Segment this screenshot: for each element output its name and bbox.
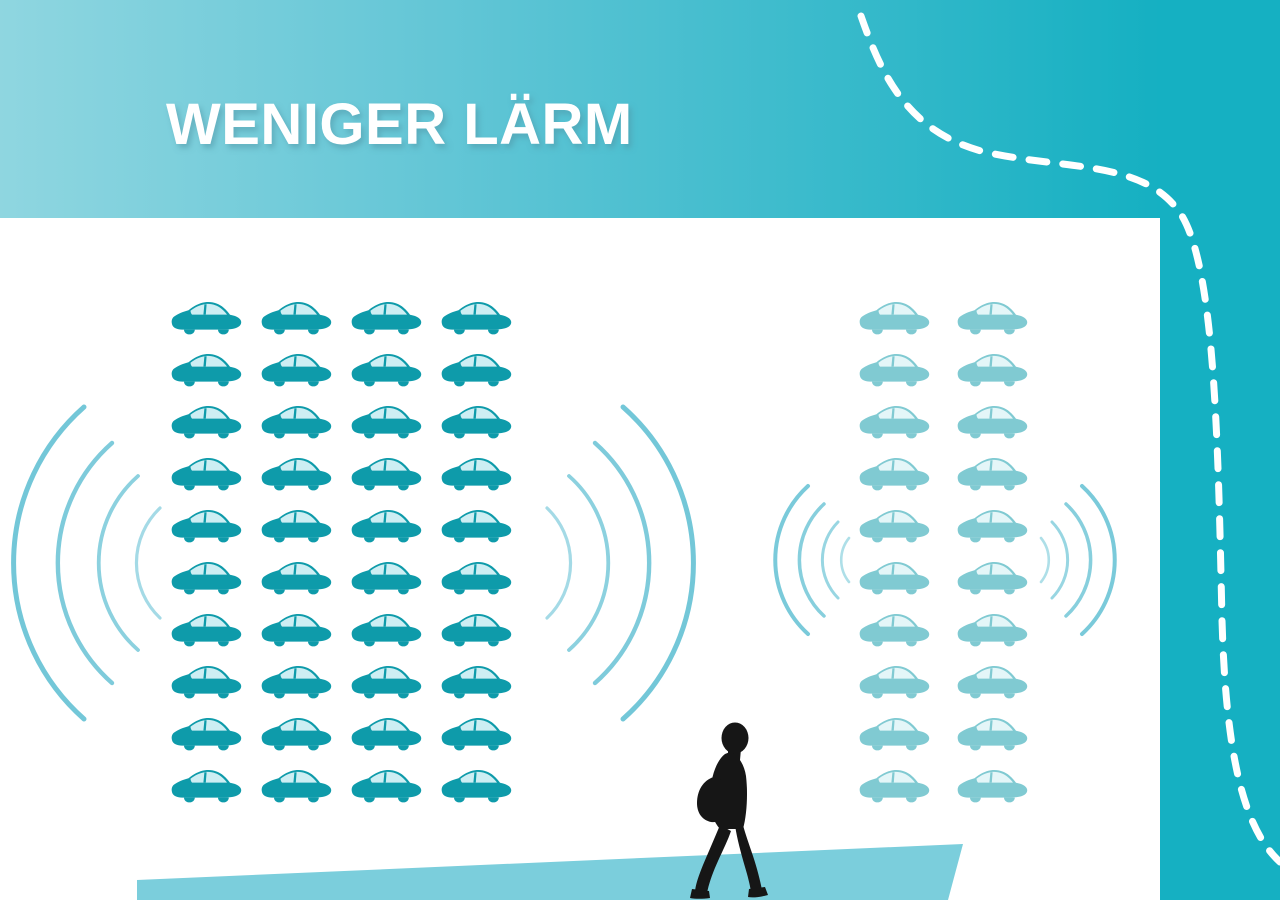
walking-person-icon	[690, 722, 768, 899]
car-icon	[957, 718, 1028, 751]
car-icon	[441, 354, 512, 387]
car-icon	[171, 718, 242, 751]
car-icon	[171, 458, 242, 491]
car-icon	[171, 354, 242, 387]
car-icon	[441, 666, 512, 699]
car-icon	[859, 614, 930, 647]
car-icon	[957, 666, 1028, 699]
car-icon	[261, 458, 332, 491]
car-icon	[171, 770, 242, 803]
car-icon	[261, 718, 332, 751]
sound-waves-loud-left	[11, 404, 162, 722]
car-icon	[261, 614, 332, 647]
car-icon	[171, 302, 242, 335]
car-icon	[859, 354, 930, 387]
car-icon	[957, 354, 1028, 387]
car-grid-quiet	[856, 298, 1052, 818]
car-icon	[957, 510, 1028, 543]
car-icon	[859, 770, 930, 803]
car-icon	[351, 510, 422, 543]
car-grid-loud	[168, 298, 528, 818]
car-icon	[351, 406, 422, 439]
right-accent-column	[1160, 0, 1280, 900]
car-icon	[261, 770, 332, 803]
car-icon	[957, 770, 1028, 803]
car-icon	[859, 406, 930, 439]
car-icon	[957, 458, 1028, 491]
car-icon	[441, 770, 512, 803]
car-icon	[351, 718, 422, 751]
sound-waves-quiet-right	[1039, 484, 1117, 636]
car-icon	[441, 562, 512, 595]
right-column-fill	[1160, 0, 1280, 900]
car-icon	[957, 614, 1028, 647]
car-icon	[859, 562, 930, 595]
page-title: WENIGER LÄRM	[166, 92, 633, 157]
car-icon	[351, 354, 422, 387]
car-icon	[261, 354, 332, 387]
car-icon	[957, 302, 1028, 335]
car-icon	[859, 458, 930, 491]
car-icon	[351, 562, 422, 595]
illustration-stage	[0, 218, 1160, 900]
car-icon	[261, 510, 332, 543]
car-icon	[171, 562, 242, 595]
car-icon	[261, 302, 332, 335]
car-icon	[261, 666, 332, 699]
car-icon	[441, 614, 512, 647]
car-icon	[261, 562, 332, 595]
car-icon	[261, 406, 332, 439]
car-icon	[859, 302, 930, 335]
sound-waves-quiet-left	[773, 484, 851, 636]
car-icon	[859, 666, 930, 699]
car-icon	[859, 510, 930, 543]
car-icon	[441, 718, 512, 751]
car-icon	[441, 302, 512, 335]
car-icon	[171, 510, 242, 543]
car-icon	[351, 458, 422, 491]
car-icon	[351, 770, 422, 803]
car-icon	[171, 406, 242, 439]
car-icon	[441, 510, 512, 543]
car-icon	[957, 562, 1028, 595]
sound-waves-loud-right	[545, 404, 696, 722]
car-icon	[351, 614, 422, 647]
car-icon	[441, 458, 512, 491]
car-icon	[441, 406, 512, 439]
car-icon	[171, 614, 242, 647]
car-icon	[859, 718, 930, 751]
car-icon	[957, 406, 1028, 439]
car-icon	[171, 666, 242, 699]
car-icon	[351, 302, 422, 335]
car-icon	[351, 666, 422, 699]
